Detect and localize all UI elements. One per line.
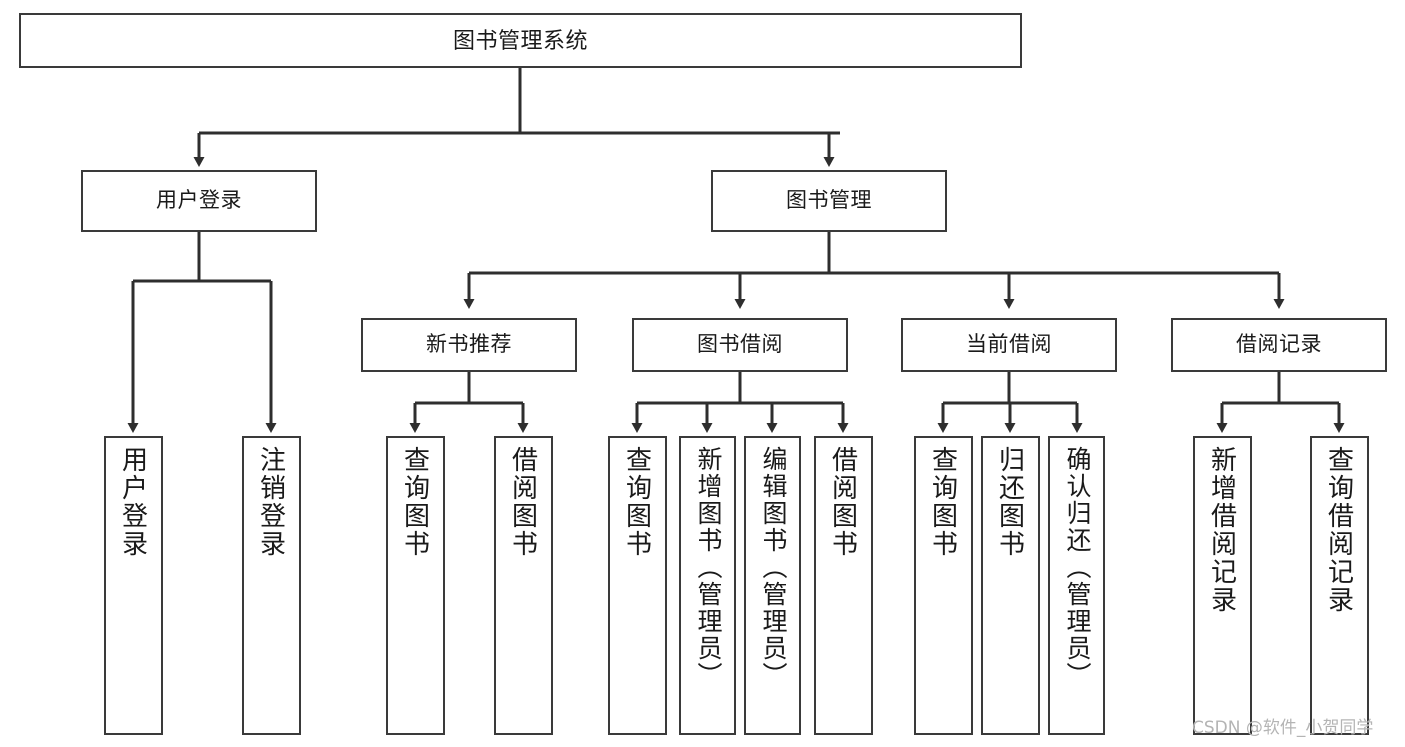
node-root-book-management-system[interactable]: 图书管理系统 — [19, 13, 1022, 68]
node-label: 借阅记录 — [1236, 332, 1322, 356]
node-label: 借阅图书 — [508, 446, 539, 558]
node-label: 图书借阅 — [697, 332, 783, 356]
leaf-user-login-logout[interactable]: 注销登录 — [242, 436, 301, 735]
node-label: 图书管理 — [786, 188, 872, 212]
node-label: 用户登录 — [156, 188, 242, 212]
leaf-book-borrow-query-book[interactable]: 查询图书 — [608, 436, 667, 735]
node-label: 新增图书（管理员） — [694, 446, 722, 689]
node-label: 新增借阅记录 — [1207, 446, 1238, 614]
leaf-current-borrow-confirm-return-admin[interactable]: 确认归还（管理员） — [1048, 436, 1105, 735]
leaf-current-borrow-return-book[interactable]: 归还图书 — [981, 436, 1040, 735]
leaf-current-borrow-query-book[interactable]: 查询图书 — [914, 436, 973, 735]
leaf-user-login-login[interactable]: 用户登录 — [104, 436, 163, 735]
node-label: 当前借阅 — [966, 332, 1052, 356]
leaf-book-borrow-borrow-book[interactable]: 借阅图书 — [814, 436, 873, 735]
node-label: 编辑图书（管理员） — [759, 446, 787, 689]
node-label: 查询借阅记录 — [1324, 446, 1355, 614]
node-label: 归还图书 — [995, 446, 1026, 558]
csdn-watermark: CSDN @软件_小贺同学 — [1192, 718, 1374, 738]
node-current-borrow[interactable]: 当前借阅 — [901, 318, 1117, 372]
node-label: 查询图书 — [622, 446, 653, 558]
node-new-book-recommend[interactable]: 新书推荐 — [361, 318, 577, 372]
leaf-book-borrow-add-book-admin[interactable]: 新增图书（管理员） — [679, 436, 736, 735]
leaf-borrow-records-query-record[interactable]: 查询借阅记录 — [1310, 436, 1369, 735]
node-label: 新书推荐 — [426, 332, 512, 356]
node-label: 借阅图书 — [828, 446, 859, 558]
node-user-login[interactable]: 用户登录 — [81, 170, 317, 232]
node-label: 查询图书 — [400, 446, 431, 558]
leaf-new-book-borrow-book[interactable]: 借阅图书 — [494, 436, 553, 735]
node-label: 用户登录 — [118, 446, 149, 558]
leaf-book-borrow-edit-book-admin[interactable]: 编辑图书（管理员） — [744, 436, 801, 735]
node-label: 确认归还（管理员） — [1063, 446, 1091, 689]
node-borrow-records[interactable]: 借阅记录 — [1171, 318, 1387, 372]
node-label: 注销登录 — [256, 446, 287, 558]
node-label: 图书管理系统 — [452, 27, 588, 53]
node-book-borrow[interactable]: 图书借阅 — [632, 318, 848, 372]
leaf-new-book-query-book[interactable]: 查询图书 — [386, 436, 445, 735]
leaf-borrow-records-add-record[interactable]: 新增借阅记录 — [1193, 436, 1252, 735]
node-label: 查询图书 — [928, 446, 959, 558]
node-book-management[interactable]: 图书管理 — [711, 170, 947, 232]
